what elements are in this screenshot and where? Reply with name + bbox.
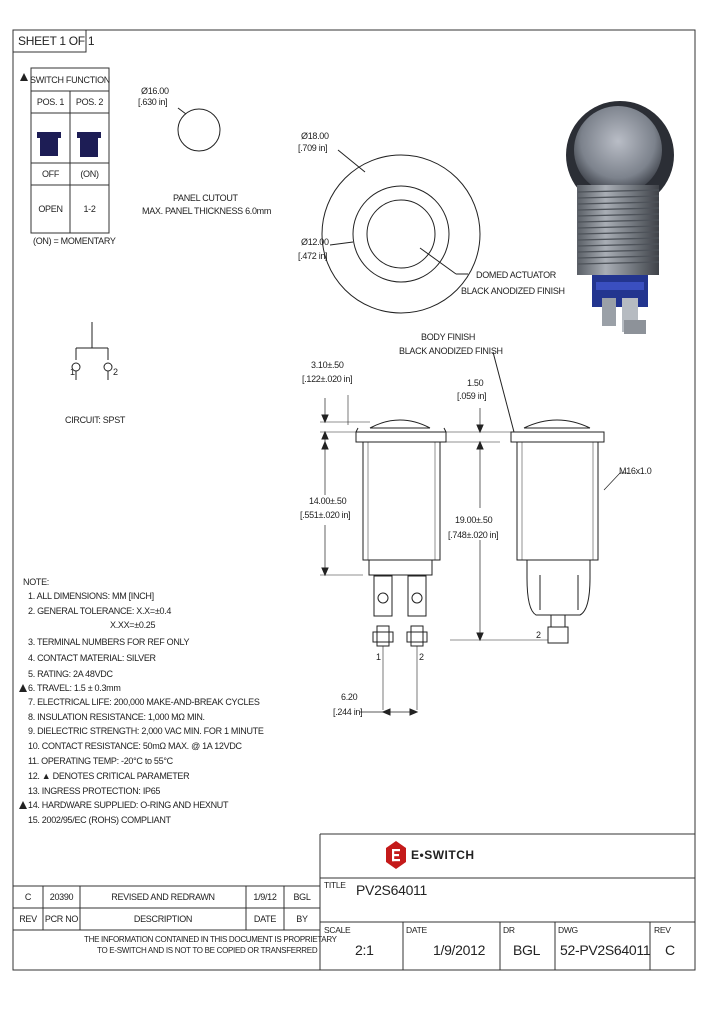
note-2: 2. GENERAL TOLERANCE: X.X=±0.4 — [28, 606, 172, 616]
note-10: 10. CONTACT RESISTANCE: 50mΩ MAX. @ 1A 1… — [28, 741, 242, 751]
rev-header-date: DATE — [253, 914, 277, 924]
rev-header-desc: DESCRIPTION — [133, 914, 193, 924]
drawing-title: PV2S64011 — [356, 882, 427, 898]
dimension-lines-right — [446, 408, 548, 642]
rev-header-rev: REV — [19, 914, 37, 924]
cutout-dia-mm: Ø16.00 — [141, 86, 169, 96]
note-1: 1. ALL DIMENSIONS: MM [INCH] — [28, 591, 154, 601]
dim-150-in: [.059 in] — [457, 391, 487, 401]
dim-310-mm: 3.10±.50 — [311, 360, 344, 370]
rev-entry-date: 1/9/12 — [253, 892, 277, 902]
circuit-label: CIRCUIT: SPST — [65, 415, 126, 425]
rev-header-by: BY — [296, 914, 308, 924]
switch-table-header: SWITCH FUNCTION — [30, 74, 110, 85]
top-view — [321, 149, 481, 314]
actuator-finish: BLACK ANODIZED FINISH — [461, 286, 565, 296]
product-render — [566, 101, 674, 334]
note-7: 7. ELECTRICAL LIFE: 200,000 MAKE-AND-BRE… — [28, 697, 260, 707]
date-label: DATE — [406, 925, 427, 935]
note-6: 6. TRAVEL: 1.5 ± 0.3mm — [28, 683, 121, 693]
dim-1400-in: [.551±.020 in] — [300, 510, 351, 520]
dim-1400-mm: 14.00±.50 — [309, 496, 347, 506]
dim-1900-in: [.748±.020 in] — [448, 530, 499, 540]
dr-value: BGL — [513, 942, 541, 958]
proprietary-line-1: THE INFORMATION CONTAINED IN THIS DOCUME… — [84, 935, 337, 944]
body-finish-type: BLACK ANODIZED FINISH — [399, 346, 503, 356]
rev-entry-pcr: 20390 — [49, 892, 74, 902]
note-9: 9. DIELECTRIC STRENGTH: 2,000 VAC MIN. F… — [28, 726, 264, 736]
dim-150-mm: 1.50 — [467, 378, 484, 388]
switch-state-icons — [37, 132, 101, 157]
note-15: 15. 2002/95/EC (ROHS) COMPLIANT — [28, 815, 171, 825]
rev-header-pcr: PCR NO — [44, 914, 79, 924]
side-view-right — [510, 419, 628, 644]
note-14: 14. HARDWARE SUPPLIED: O-RING AND HEXNUT — [28, 800, 229, 810]
pos2-state: (ON) — [80, 169, 99, 179]
circuit-pin-2: 2 — [113, 367, 118, 377]
note-2b: X.XX=±0.25 — [110, 620, 156, 630]
rev-label: REV — [654, 925, 671, 935]
dr-label: DR — [503, 925, 515, 935]
date-value: 1/9/2012 — [433, 942, 486, 958]
title-block-lines — [13, 833, 695, 970]
panel-cutout-circle — [177, 108, 221, 152]
cutout-thickness: MAX. PANEL THICKNESS 6.0mm — [142, 206, 272, 216]
circuit-pin-1: 1 — [70, 367, 75, 377]
note-12: 12. ▲ DENOTES CRITICAL PARAMETER — [28, 771, 190, 781]
eswitch-logo-mark — [386, 841, 406, 869]
pos1-state: OFF — [41, 169, 60, 179]
pos1-contact: OPEN — [38, 204, 63, 214]
pos2-contact: 1-2 — [83, 204, 96, 214]
switch-table-lines — [30, 67, 110, 234]
terminal-2-label: 2 — [419, 652, 424, 662]
note-4: 4. CONTACT MATERIAL: SILVER — [28, 653, 156, 663]
scale-label: SCALE — [324, 925, 351, 935]
actuator-label: DOMED ACTUATOR — [476, 270, 556, 280]
note-13: 13. INGRESS PROTECTION: IP65 — [28, 786, 161, 796]
side-terminal-2-label: 2 — [536, 630, 541, 640]
title-label: TITLE — [324, 880, 346, 890]
proprietary-line-2: TO E-SWITCH AND IS NOT TO BE COPIED OR T… — [97, 946, 318, 955]
momentary-footnote: (ON) = MOMENTARY — [33, 236, 116, 246]
inner-dia-in: [.472 in] — [298, 251, 328, 261]
body-finish-label: BODY FINISH — [421, 332, 476, 342]
dim-620-mm: 6.20 — [341, 692, 358, 702]
rev-value: C — [665, 942, 675, 958]
cutout-dia-in: [.630 in] — [138, 97, 168, 107]
inner-dia-mm: Ø12.00 — [301, 237, 329, 247]
side-view-left — [355, 419, 447, 710]
dwg-label: DWG — [558, 925, 578, 935]
note-8: 8. INSULATION RESISTANCE: 1,000 MΩ MIN. — [28, 712, 205, 722]
note-3: 3. TERMINAL NUMBERS FOR REF ONLY — [28, 637, 190, 647]
cutout-label: PANEL CUTOUT — [173, 193, 238, 203]
terminal-1-label: 1 — [376, 652, 381, 662]
circuit-symbol — [71, 322, 113, 380]
thread-label: M16x1.0 — [619, 466, 652, 476]
eswitch-logo-text: E•SWITCH — [411, 848, 475, 862]
pos1-label: POS. 1 — [36, 97, 65, 107]
dim-1900-mm: 19.00±.50 — [455, 515, 493, 525]
rev-entry-desc: REVISED AND REDRAWN — [111, 892, 215, 902]
note-11: 11. OPERATING TEMP: -20°C to 55°C — [28, 756, 173, 766]
rev-entry-rev: C — [24, 892, 32, 902]
pos2-label: POS. 2 — [75, 97, 104, 107]
outer-dia-in: [.709 in] — [298, 143, 328, 153]
outer-dia-mm: Ø18.00 — [301, 131, 329, 141]
critical-triangle — [20, 73, 28, 81]
notes-title: NOTE: — [23, 577, 50, 587]
dimension-lines-left — [320, 395, 419, 716]
dim-310-in: [.122±.020 in] — [302, 374, 353, 384]
scale-value: 2:1 — [355, 942, 374, 958]
dwg-value: 52-PV2S64011 — [560, 942, 651, 958]
note-5: 5. RATING: 2A 48VDC — [28, 669, 113, 679]
sheet-label: SHEET 1 OF 1 — [18, 34, 95, 48]
dim-620-in: [.244 in] — [333, 707, 363, 717]
rev-entry-by: BGL — [293, 892, 311, 902]
